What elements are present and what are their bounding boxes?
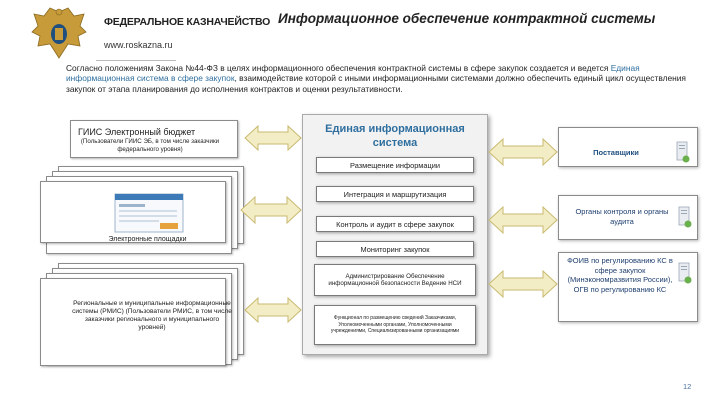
control-box xyxy=(558,195,698,240)
page-title: Информационное обеспечение контрактной с… xyxy=(278,11,656,26)
arrow-left-right-icon xyxy=(488,206,558,234)
emblem-icon xyxy=(31,7,87,59)
control-label: Органы контроля и органы аудита xyxy=(575,207,669,226)
org-url[interactable]: www.roskazna.ru xyxy=(104,40,173,50)
arrow-left-right-icon xyxy=(488,138,558,166)
eis-function-control-label: Контроль и аудит в сфере закупок xyxy=(336,219,454,229)
eis-function-admin-label: Администрирование Обеспечение информацио… xyxy=(328,272,462,288)
intro-text-2: , взаимодействие которой с иными информа… xyxy=(66,73,686,94)
arrow-left-right-icon xyxy=(244,297,302,323)
suppliers-box xyxy=(558,127,698,167)
ep-label: Электронные площадки xyxy=(108,236,187,243)
eis-function-admin: Администрирование Обеспечение информацио… xyxy=(314,264,476,296)
divider xyxy=(96,60,176,61)
suppliers-label: Поставщики xyxy=(593,148,639,157)
eis-function-placement: Размещение информации xyxy=(316,157,474,173)
document-icon xyxy=(678,206,692,228)
arrow-left-right-icon xyxy=(488,270,558,298)
arrow-left-right-icon xyxy=(244,125,302,151)
document-icon xyxy=(678,262,692,284)
intro-highlight: Единая информационная система в сфере за… xyxy=(66,63,640,84)
eis-title: Единая информационная система xyxy=(325,123,465,149)
rmis-label: Региональные и муниципальные информацион… xyxy=(72,300,232,331)
foiv-box xyxy=(558,252,698,322)
gis-eb-box xyxy=(70,120,238,158)
gis-eb-subtitle: (Пользователи ГИИС ЭБ, в том числе заказ… xyxy=(80,138,220,153)
eis-function-integration: Интеграция и маршрутизация xyxy=(316,186,474,202)
gis-eb-title: ГИИС Электронный бюджет xyxy=(78,127,196,137)
eis-function-monitoring: Мониторинг закупок xyxy=(316,241,474,257)
rmis-box xyxy=(40,278,226,366)
arrow-left-right-icon xyxy=(240,196,302,224)
eis-function-integration-label: Интеграция и маршрутизация xyxy=(343,189,447,199)
eis-function-monitoring-label: Мониторинг закупок xyxy=(360,244,430,254)
org-name: ФЕДЕРАЛЬНОЕ КАЗНАЧЕЙСТВО xyxy=(104,16,271,28)
document-icon xyxy=(676,141,690,163)
eis-function-customers: Функционал по размещению сведений Заказч… xyxy=(314,305,476,345)
monitor-icon xyxy=(114,193,184,233)
eis-function-control: Контроль и аудит в сфере закупок xyxy=(316,216,474,232)
intro-text-1: Согласно положениям Закона №44-ФЗ в целя… xyxy=(66,63,611,73)
page-number: 12 xyxy=(683,382,692,391)
intro-paragraph: Согласно положениям Закона №44-ФЗ в целя… xyxy=(66,63,694,94)
foiv-label: ФОИВ по регулированию КС в сфере закупок… xyxy=(567,256,673,294)
eis-function-customers-label: Функционал по размещению сведений Заказч… xyxy=(330,314,460,335)
eis-function-placement-label: Размещение информации xyxy=(350,160,440,170)
